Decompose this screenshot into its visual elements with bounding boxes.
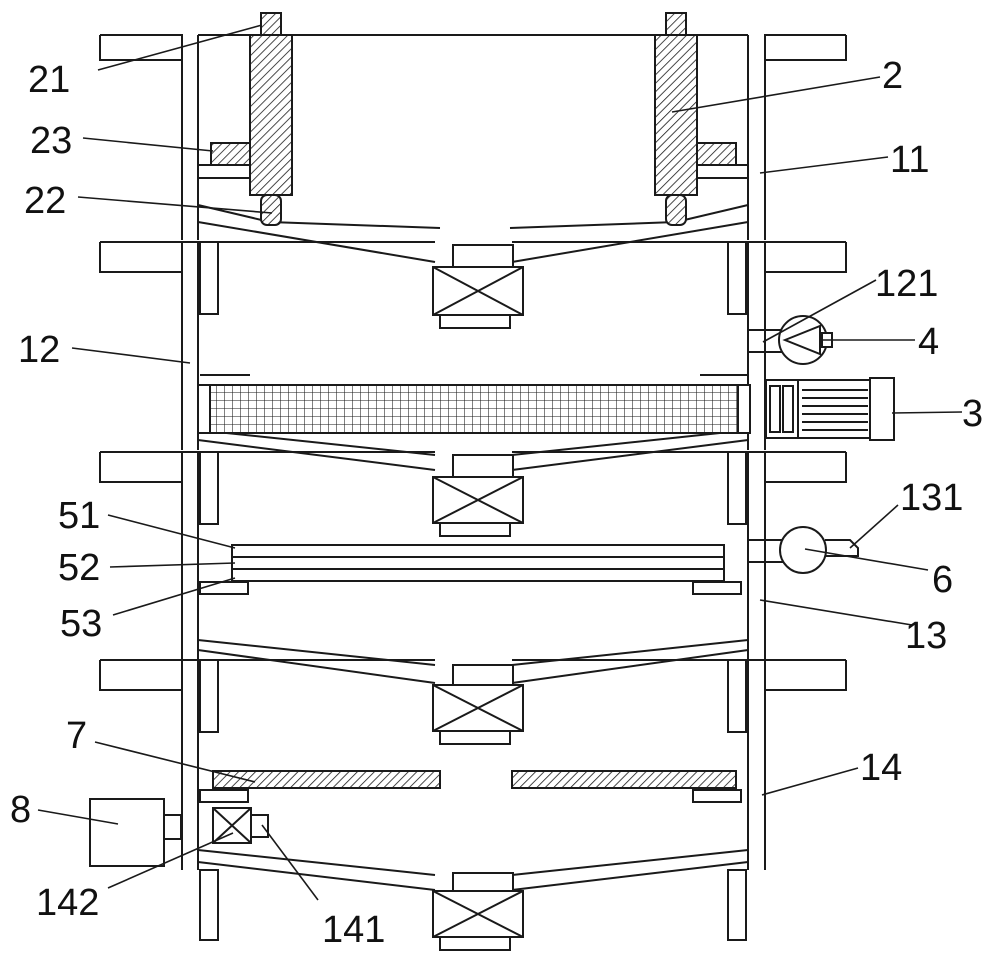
- valve-2: [432, 454, 524, 537]
- label-14: 14: [860, 747, 902, 789]
- label-6: 6: [932, 559, 953, 601]
- label-131: 131: [900, 477, 963, 519]
- blower-8: [89, 798, 269, 867]
- label-12: 12: [18, 329, 60, 371]
- label-2: 2: [882, 55, 903, 97]
- label-8: 8: [10, 789, 31, 831]
- label-52: 52: [58, 547, 100, 589]
- support-legs: [199, 869, 747, 941]
- label-121: 121: [875, 263, 938, 305]
- valve-4: [432, 872, 524, 951]
- label-11: 11: [890, 139, 929, 181]
- label-53: 53: [60, 603, 102, 645]
- valve-3: [432, 664, 524, 745]
- valve-1: [432, 244, 524, 329]
- label-7: 7: [66, 715, 87, 757]
- cylinder-left: [210, 12, 293, 226]
- reference-labels: 21 2 23 11 22 121 12 4 3 51 131 52 6 53 …: [10, 55, 983, 951]
- leader-lines: [37, 24, 963, 901]
- pump-4: [748, 315, 833, 365]
- filter-plates: [231, 544, 725, 582]
- label-21: 21: [28, 59, 70, 101]
- label-22: 22: [24, 180, 66, 222]
- cylinder-right: [654, 12, 737, 226]
- sieve-screen: [197, 384, 751, 434]
- label-51: 51: [58, 495, 100, 537]
- label-23: 23: [30, 120, 72, 162]
- section-14: [99, 659, 847, 891]
- label-4: 4: [918, 321, 939, 363]
- label-3: 3: [962, 393, 983, 435]
- motor-3: [765, 377, 895, 441]
- label-13: 13: [905, 615, 947, 657]
- label-141: 141: [322, 909, 385, 951]
- heating-plates-7: [212, 770, 737, 789]
- label-142: 142: [36, 882, 99, 924]
